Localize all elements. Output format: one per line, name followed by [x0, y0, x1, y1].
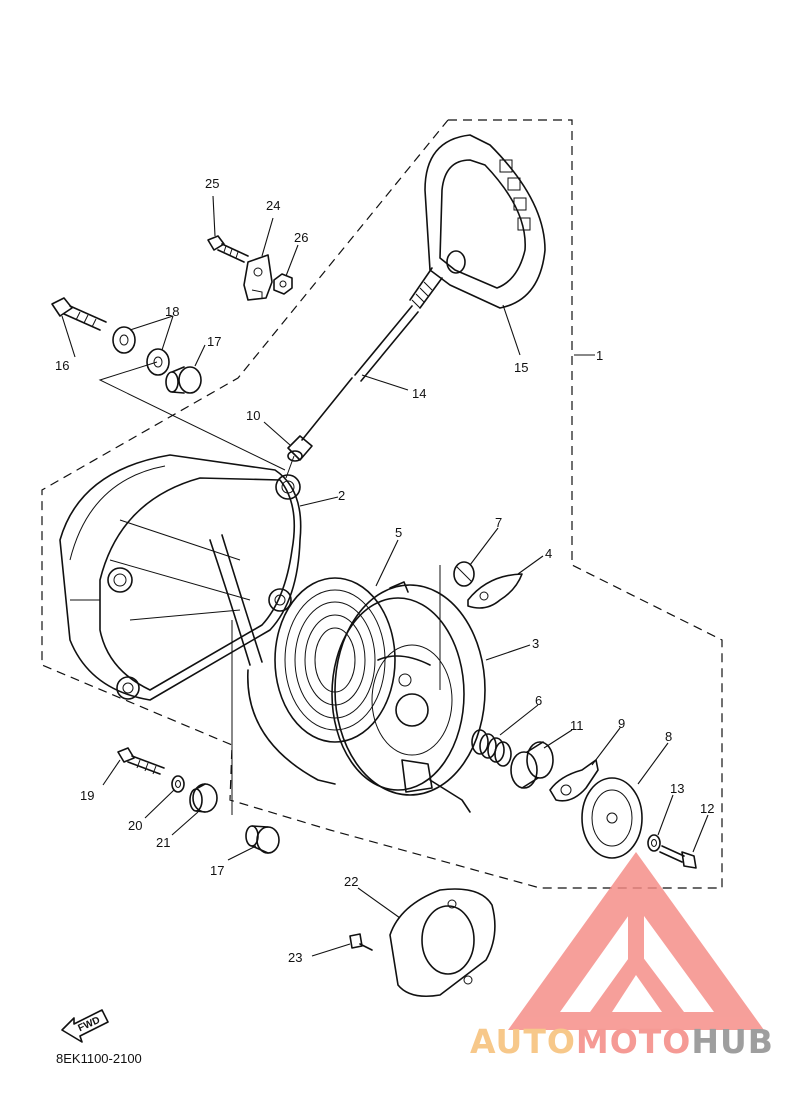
drawing-code: 8EK1100-2100 [56, 1051, 142, 1066]
callout-5: 5 [395, 525, 402, 540]
nut-part-26 [273, 273, 293, 295]
callout-26: 26 [294, 230, 308, 245]
leader-lines [61, 195, 709, 957]
spring-part-7 [453, 561, 475, 587]
watermark-moto: MOTO [575, 1022, 692, 1061]
callout-21: 21 [156, 835, 170, 850]
drive-plate-part-9 [549, 759, 599, 802]
callout-10: 10 [246, 408, 260, 423]
assembly-boundary [41, 119, 723, 889]
collar-part-17-bottom [245, 825, 280, 854]
pawl-part-4 [467, 573, 523, 609]
pulley-part-3 [331, 565, 486, 813]
collar-part-21 [189, 783, 218, 813]
washer-part-20 [171, 775, 185, 793]
callout-8: 8 [665, 729, 672, 744]
spring-part-6 [471, 729, 512, 767]
spiral-spring-part-5 [274, 577, 409, 743]
callout-4: 4 [545, 546, 552, 561]
callout-16: 16 [55, 358, 69, 373]
bolt-part-12 [659, 845, 697, 869]
callout-17-top: 17 [207, 334, 221, 349]
bolt-part-19 [117, 747, 165, 775]
starter-handle-part-15 [409, 134, 546, 309]
callout-13: 13 [670, 781, 684, 796]
callout-24: 24 [266, 198, 280, 213]
bracket-part-22 [389, 888, 496, 998]
collar-part-11 [510, 741, 554, 789]
screw-part-23 [349, 933, 373, 951]
callout-19: 19 [80, 788, 94, 803]
callout-20: 20 [128, 818, 142, 833]
assembly-line-18 [98, 361, 286, 471]
callout-9: 9 [618, 716, 625, 731]
callout-14: 14 [412, 386, 426, 401]
plate-part-24 [243, 254, 273, 301]
callout-22: 22 [344, 874, 358, 889]
washer-part-18-a [112, 326, 136, 354]
cover-plate-part-8 [581, 777, 643, 859]
watermark-auto: AUTO [470, 1022, 576, 1061]
bolt-part-25 [207, 235, 249, 263]
watermark-text: AUTOMOTOHUB [470, 1022, 774, 1061]
watermark-hub: HUB [691, 1022, 774, 1061]
callout-2: 2 [338, 488, 345, 503]
starter-rope-part-14 [301, 305, 419, 441]
callout-labels: 1 2 3 4 5 6 7 8 9 10 11 12 13 14 15 16 1… [55, 176, 714, 965]
fwd-arrow-icon: FWD [61, 1009, 109, 1043]
callout-11: 11 [570, 718, 584, 733]
callout-3: 3 [532, 636, 539, 651]
callout-6: 6 [535, 693, 542, 708]
callout-17-bottom: 17 [210, 863, 224, 878]
collar-part-17-top [165, 366, 202, 394]
callout-18: 18 [165, 304, 179, 319]
callout-15: 15 [514, 360, 528, 375]
bolt-part-16 [51, 297, 107, 331]
rope-guide-part-10 [287, 435, 313, 462]
callout-7: 7 [495, 515, 502, 530]
callout-12: 12 [700, 801, 714, 816]
callout-25: 25 [205, 176, 219, 191]
automotohub-logo-icon [508, 852, 764, 1030]
washer-part-13 [647, 834, 661, 852]
washer-part-18-b [146, 348, 170, 376]
callout-23: 23 [288, 950, 302, 965]
callout-1: 1 [596, 348, 603, 363]
starter-housing-part-2 [59, 454, 336, 785]
